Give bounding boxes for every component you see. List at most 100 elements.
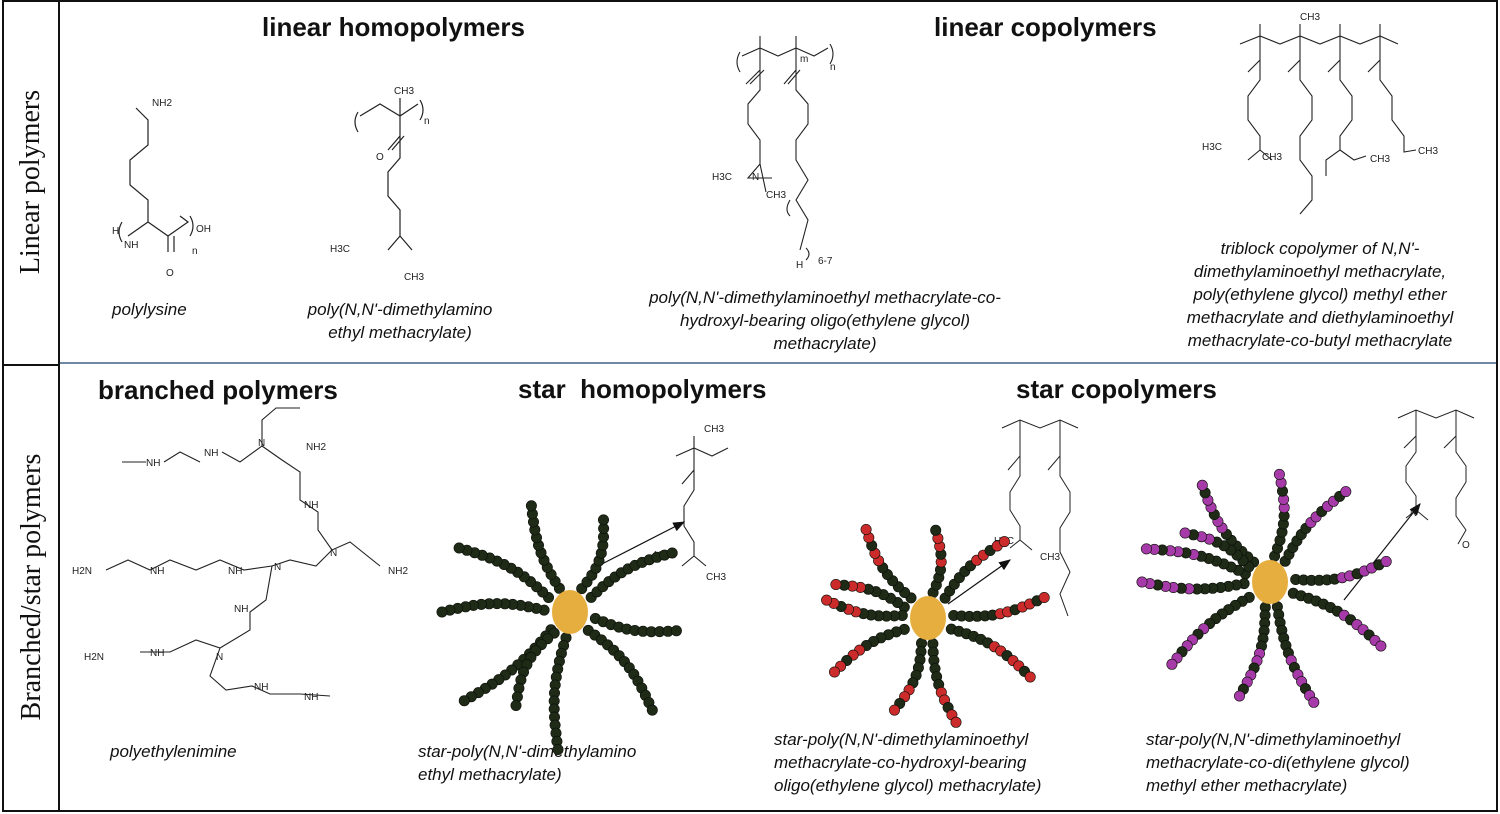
polymer-bead — [1375, 640, 1387, 652]
pdmaema-atom-o: O — [376, 152, 384, 163]
pei-atom-nh-4: NH — [150, 566, 164, 577]
heading-star-homopolymers: star homopolymers — [518, 374, 767, 404]
pei-atom-nh-3: NH — [304, 500, 318, 511]
caption-line: star-poly(N,N'-dimethylamino — [418, 742, 637, 761]
pei-atom-nh-9: NH — [304, 692, 318, 703]
pei-atom-nh-6: NH — [234, 604, 248, 615]
pdmaema-co-oeg-atom-ch3: CH3 — [766, 190, 786, 201]
polylysine-atom-o: O — [166, 268, 174, 279]
polymer-bead — [860, 523, 872, 535]
pdmaema-co-oeg-subscript-m: m — [800, 54, 808, 65]
caption-line: triblock copolymer of N,N'- — [1220, 239, 1420, 258]
pei-atom-h2n-2: H2N — [84, 652, 104, 663]
pdmaema-co-oeg-atom-n: N — [752, 172, 759, 183]
polymer-bead — [828, 666, 840, 678]
polymer-bead — [510, 699, 522, 711]
pei-atom-nh-7: NH — [150, 648, 164, 659]
star-core — [1252, 560, 1288, 604]
triblock-atom-h3c: H3C — [1202, 142, 1222, 153]
polymer-bead — [821, 594, 833, 606]
caption-line: methacrylate-co-hydroxyl-bearing — [774, 753, 1027, 772]
caption-pei: polyethylenimine — [110, 742, 237, 761]
star-deg-arrow — [1343, 503, 1421, 601]
pei-atom-n: N — [258, 438, 265, 449]
polymer-bead — [1196, 479, 1208, 491]
polymer-bead — [1136, 576, 1148, 588]
pdmaema-subscript-n: n — [424, 116, 430, 127]
caption-star-deg: star-poly(N,N'-dimethylaminoethyl methac… — [1146, 728, 1410, 797]
polymer-bead — [666, 547, 678, 559]
pdmaema-co-oeg-subscript-n: n — [830, 62, 836, 73]
polymer-bead — [597, 514, 609, 526]
polylysine-atom-oh: OH — [196, 224, 211, 235]
polymer-bead — [1380, 555, 1392, 567]
polymer-bead — [950, 716, 962, 728]
caption-line: star-poly(N,N'-dimethylaminoethyl — [774, 730, 1029, 749]
caption-line: ethyl methacrylate) — [418, 765, 562, 784]
polymer-bead — [453, 542, 465, 554]
caption-line: ethyl methacrylate) — [328, 323, 472, 342]
caption-line: methacrylate-co-butyl methacrylate — [1187, 331, 1453, 350]
caption-line: dimethylaminoethyl methacrylate, — [1193, 262, 1447, 281]
pei-atom-nh-2: NH — [204, 448, 218, 459]
caption-line: star-poly(N,N'-dimethylaminoethyl — [1146, 730, 1401, 749]
polymer-bead — [1273, 468, 1285, 480]
caption-line: methacrylate) — [773, 334, 877, 353]
star-homo-atom-ch3-2: CH3 — [706, 572, 726, 583]
polymer-bead — [1308, 696, 1320, 708]
caption-pdmaema: poly(N,N'-dimethylamino ethyl methacryla… — [270, 298, 530, 344]
triblock-atom-ch3-3: CH3 — [1370, 154, 1390, 165]
star-deg-copolymer-graphic — [1136, 468, 1392, 708]
polymer-bead — [646, 704, 658, 716]
caption-polylysine: polylysine — [112, 300, 187, 319]
polymer-bead — [830, 578, 842, 590]
caption-triblock: triblock copolymer of N,N'- dimethylamin… — [1160, 237, 1480, 352]
caption-star-pdmaema: star-poly(N,N'-dimethylamino ethyl metha… — [418, 740, 636, 786]
pei-atom-nh-5: NH — [228, 566, 242, 577]
triblock-atom-ch3-2: CH3 — [1300, 12, 1320, 23]
polymer-bead — [1140, 543, 1152, 555]
polymer-bead — [1038, 591, 1050, 603]
caption-line: oligo(ethylene glycol) methacrylate) — [774, 776, 1042, 795]
polymer-bead — [1166, 658, 1178, 670]
pdmaema-atom-ch3-2: CH3 — [404, 272, 424, 283]
triblock-structure — [1239, 24, 1417, 215]
polymer-bead — [552, 743, 564, 755]
polymer-bead — [1179, 527, 1191, 539]
polymer-bead — [436, 606, 448, 618]
triblock-atom-ch3-4: CH3 — [1418, 146, 1438, 157]
polymer-bead — [930, 524, 942, 536]
polymer-bead — [1024, 671, 1036, 683]
pei-atom-nh2: NH2 — [306, 442, 326, 453]
caption-line: methyl ether methacrylate) — [1146, 776, 1348, 795]
polylysine-atom-nh2: NH2 — [152, 98, 172, 109]
polylysine-structure — [118, 107, 194, 252]
polymer-bead — [458, 695, 470, 707]
pei-atom-n-4: N — [216, 652, 223, 663]
pdmaema-structure — [354, 98, 424, 251]
pdmaema-co-oeg-atom-h3c: H3C — [712, 172, 732, 183]
polymer-bead — [1340, 486, 1352, 498]
heading-linear-homopolymers: linear homopolymers — [262, 12, 525, 42]
star-oeg-copolymer-graphic — [821, 523, 1050, 728]
polymer-bead — [670, 625, 682, 637]
pei-atom-nh-8: NH — [254, 682, 268, 693]
caption-line: hydroxyl-bearing oligo(ethylene glycol) — [679, 311, 971, 330]
caption-line: poly(N,N'-dimethylaminoethyl methacrylat… — [649, 288, 1001, 307]
caption-line: poly(N,N'-dimethylamino — [307, 300, 493, 319]
pei-structure — [105, 407, 381, 697]
star-homopolymer-graphic — [436, 500, 682, 755]
star-deg-unit-structure — [1397, 409, 1475, 545]
pdmaema-co-oeg-subscript-67: 6-7 — [818, 256, 833, 267]
star-core — [552, 590, 588, 634]
star-homo-arrow — [597, 521, 686, 567]
pdmaema-atom-h3c: H3C — [330, 244, 350, 255]
heading-branched-polymers: branched polymers — [98, 375, 338, 405]
polymer-bead — [888, 704, 900, 716]
star-deg-atom-o: O — [1462, 540, 1470, 551]
star-oeg-unit-structure — [1001, 419, 1079, 617]
polymer-bead — [1234, 690, 1246, 702]
pei-atom-h2n: H2N — [72, 566, 92, 577]
triblock-atom-ch3: CH3 — [1262, 152, 1282, 163]
